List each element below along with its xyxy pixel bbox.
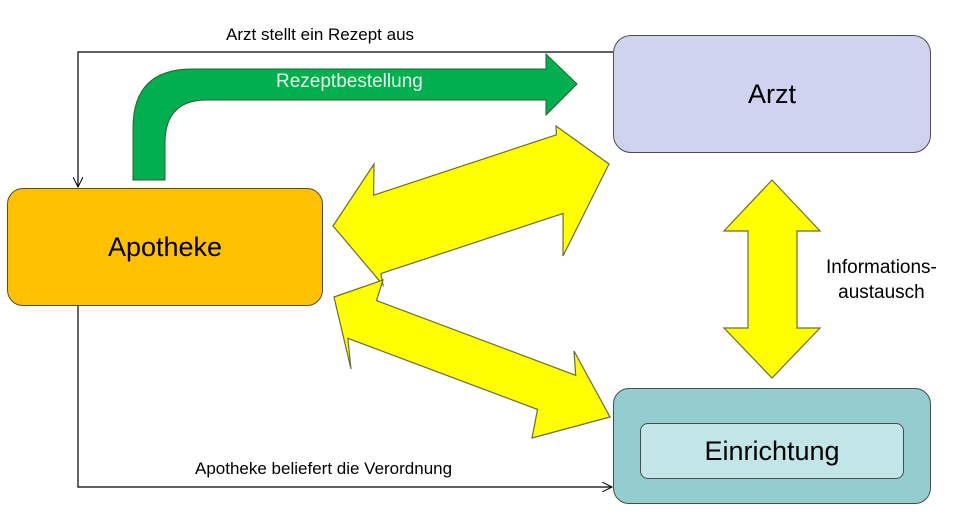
label-arzt-stellt-rezept: Arzt stellt ein Rezept aus <box>226 25 415 44</box>
node-arzt-label: Arzt <box>747 78 796 109</box>
node-apotheke-label: Apotheke <box>107 231 223 262</box>
node-einrichtung-label: Einrichtung <box>704 435 840 466</box>
double-arrow-apotheke-arzt <box>332 124 610 288</box>
node-apotheke: Apotheke <box>7 188 323 306</box>
double-arrow-apotheke-einrichtung <box>333 279 611 439</box>
double-arrow-arzt-einrichtung <box>722 179 822 379</box>
label-rezeptbestellung: Rezeptbestellung <box>276 71 423 92</box>
connector-arzt-to-apotheke <box>78 51 613 187</box>
label-informationsaustausch-line1: Informations- <box>826 257 937 278</box>
label-informationsaustausch-line2: austausch <box>838 282 925 303</box>
rezeptbestellung-arrow <box>132 52 578 181</box>
node-arzt: Arzt <box>613 35 931 153</box>
label-apotheke-beliefert: Apotheke beliefert die Verordnung <box>195 459 453 478</box>
label-informationsaustausch: Informations- austausch <box>826 255 937 305</box>
node-einrichtung: Einrichtung <box>640 423 904 479</box>
connector-apotheke-to-einrichtung <box>77 306 612 487</box>
